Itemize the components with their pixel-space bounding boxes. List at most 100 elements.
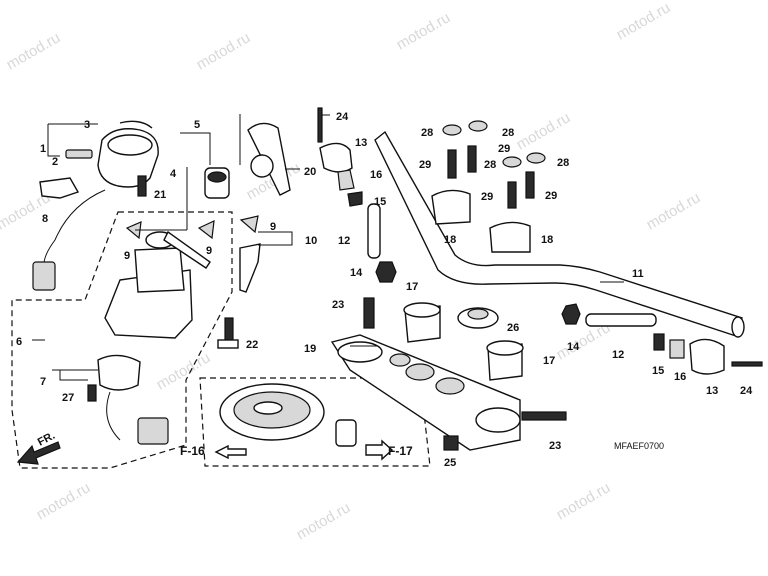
key — [163, 230, 211, 269]
bolt-23 — [363, 297, 375, 329]
snap-ring — [119, 120, 153, 129]
callout-24: 24 — [740, 385, 753, 397]
callout-4: 4 — [170, 168, 177, 180]
callout-28: 28 — [557, 157, 569, 169]
key-ring — [250, 154, 274, 178]
wire-clamp — [39, 177, 80, 199]
callout-labels: 1 2 3 4 5 6 7 8 9 9 9 10 11 12 12 13 13 … — [16, 111, 753, 469]
handlebar-holder-upper — [431, 189, 471, 225]
bolt-29 — [447, 149, 457, 179]
callout-7: 7 — [40, 376, 46, 388]
callout-18: 18 — [541, 234, 553, 246]
callout-26: 26 — [507, 322, 519, 334]
bridge-hole — [389, 353, 411, 367]
switch-cover-top — [107, 134, 153, 156]
callout-18: 18 — [444, 234, 456, 246]
bolt-29 — [507, 181, 517, 209]
callout-28: 28 — [421, 127, 433, 139]
collar-15 — [653, 333, 665, 351]
ref-f17-arrow — [365, 439, 394, 461]
bolt-27 — [87, 384, 97, 402]
bolt-21 — [137, 175, 147, 197]
cap-9 — [197, 220, 215, 240]
watermark: motod.ru — [4, 29, 64, 73]
callout-17: 17 — [543, 355, 555, 367]
bar-end-weight — [689, 338, 725, 375]
callout-9: 9 — [124, 250, 130, 262]
watermark: motod.ru — [644, 189, 704, 233]
ignition-top — [134, 247, 185, 293]
handlebar-end — [731, 316, 745, 338]
connector — [32, 261, 56, 291]
fuel-cap-group — [199, 377, 431, 467]
nut-25 — [443, 435, 459, 451]
watermark: motod.ru — [394, 9, 454, 53]
collar-16 — [669, 339, 685, 359]
bridge-hole — [435, 377, 465, 395]
diagram-code: MFAEF0700 — [614, 441, 664, 451]
connector — [137, 417, 169, 445]
wire — [43, 189, 106, 273]
handlebar-group — [317, 107, 763, 375]
watermark: motod.ru — [294, 499, 354, 543]
callout-12: 12 — [338, 235, 350, 247]
callout-10: 10 — [305, 235, 317, 247]
bridge-end — [475, 407, 521, 433]
cap-28 — [442, 124, 462, 136]
callout-13: 13 — [706, 385, 718, 397]
front-direction: FR. — [16, 430, 61, 465]
callout-9: 9 — [206, 245, 212, 257]
cap-28 — [526, 152, 546, 164]
callout-29: 29 — [545, 190, 557, 202]
ref-f16-arrow — [214, 444, 247, 460]
collar-15 — [347, 191, 363, 207]
callout-28: 28 — [484, 159, 496, 171]
weight-shaft — [585, 313, 657, 327]
front-arrow-icon — [16, 441, 61, 465]
callout-2: 2 — [52, 156, 58, 168]
bolt-29 — [467, 145, 477, 173]
callout-19: 19 — [304, 343, 316, 355]
callout-29: 29 — [419, 159, 431, 171]
callout-14: 14 — [567, 341, 580, 353]
reference-f17: F-17 — [365, 439, 413, 461]
callout-5: 5 — [194, 119, 200, 131]
fuel-cap-lock — [335, 419, 357, 447]
handlebar-pipe — [374, 130, 743, 337]
bridge-end — [337, 341, 383, 363]
callout-8: 8 — [42, 213, 48, 225]
callout-3: 3 — [84, 119, 90, 131]
callout-1: 1 — [40, 143, 46, 155]
callout-21: 21 — [154, 189, 166, 201]
callout-29: 29 — [498, 143, 510, 155]
lock-face — [207, 171, 227, 183]
ref-f16-label: F-16 — [180, 444, 205, 458]
leader-lines — [32, 114, 624, 381]
callout-11: 11 — [632, 268, 644, 280]
key — [239, 243, 261, 293]
nut-14 — [561, 303, 581, 325]
holder-top — [403, 302, 441, 318]
callout-22: 22 — [246, 339, 258, 351]
callout-17: 17 — [406, 281, 418, 293]
weight-shaft — [367, 203, 381, 259]
callout-27: 27 — [62, 392, 74, 404]
top-bridge — [330, 334, 521, 451]
callout-25: 25 — [444, 457, 456, 469]
fuel-cap-center — [253, 401, 283, 415]
watermark: motod.ru — [194, 29, 254, 73]
callout-20: 20 — [304, 166, 316, 178]
callout-24: 24 — [336, 111, 349, 123]
watermark: motod.ru — [514, 109, 574, 153]
callout-6: 6 — [16, 336, 22, 348]
handlebar-holder-upper — [489, 221, 531, 253]
bridge-hole — [405, 363, 435, 381]
ref-f17-label: F-17 — [388, 444, 413, 458]
group-boundary — [11, 211, 233, 469]
ignition-switch-group — [11, 120, 291, 469]
callout-29: 29 — [481, 191, 493, 203]
wire — [106, 391, 121, 441]
callout-15: 15 — [652, 365, 664, 377]
